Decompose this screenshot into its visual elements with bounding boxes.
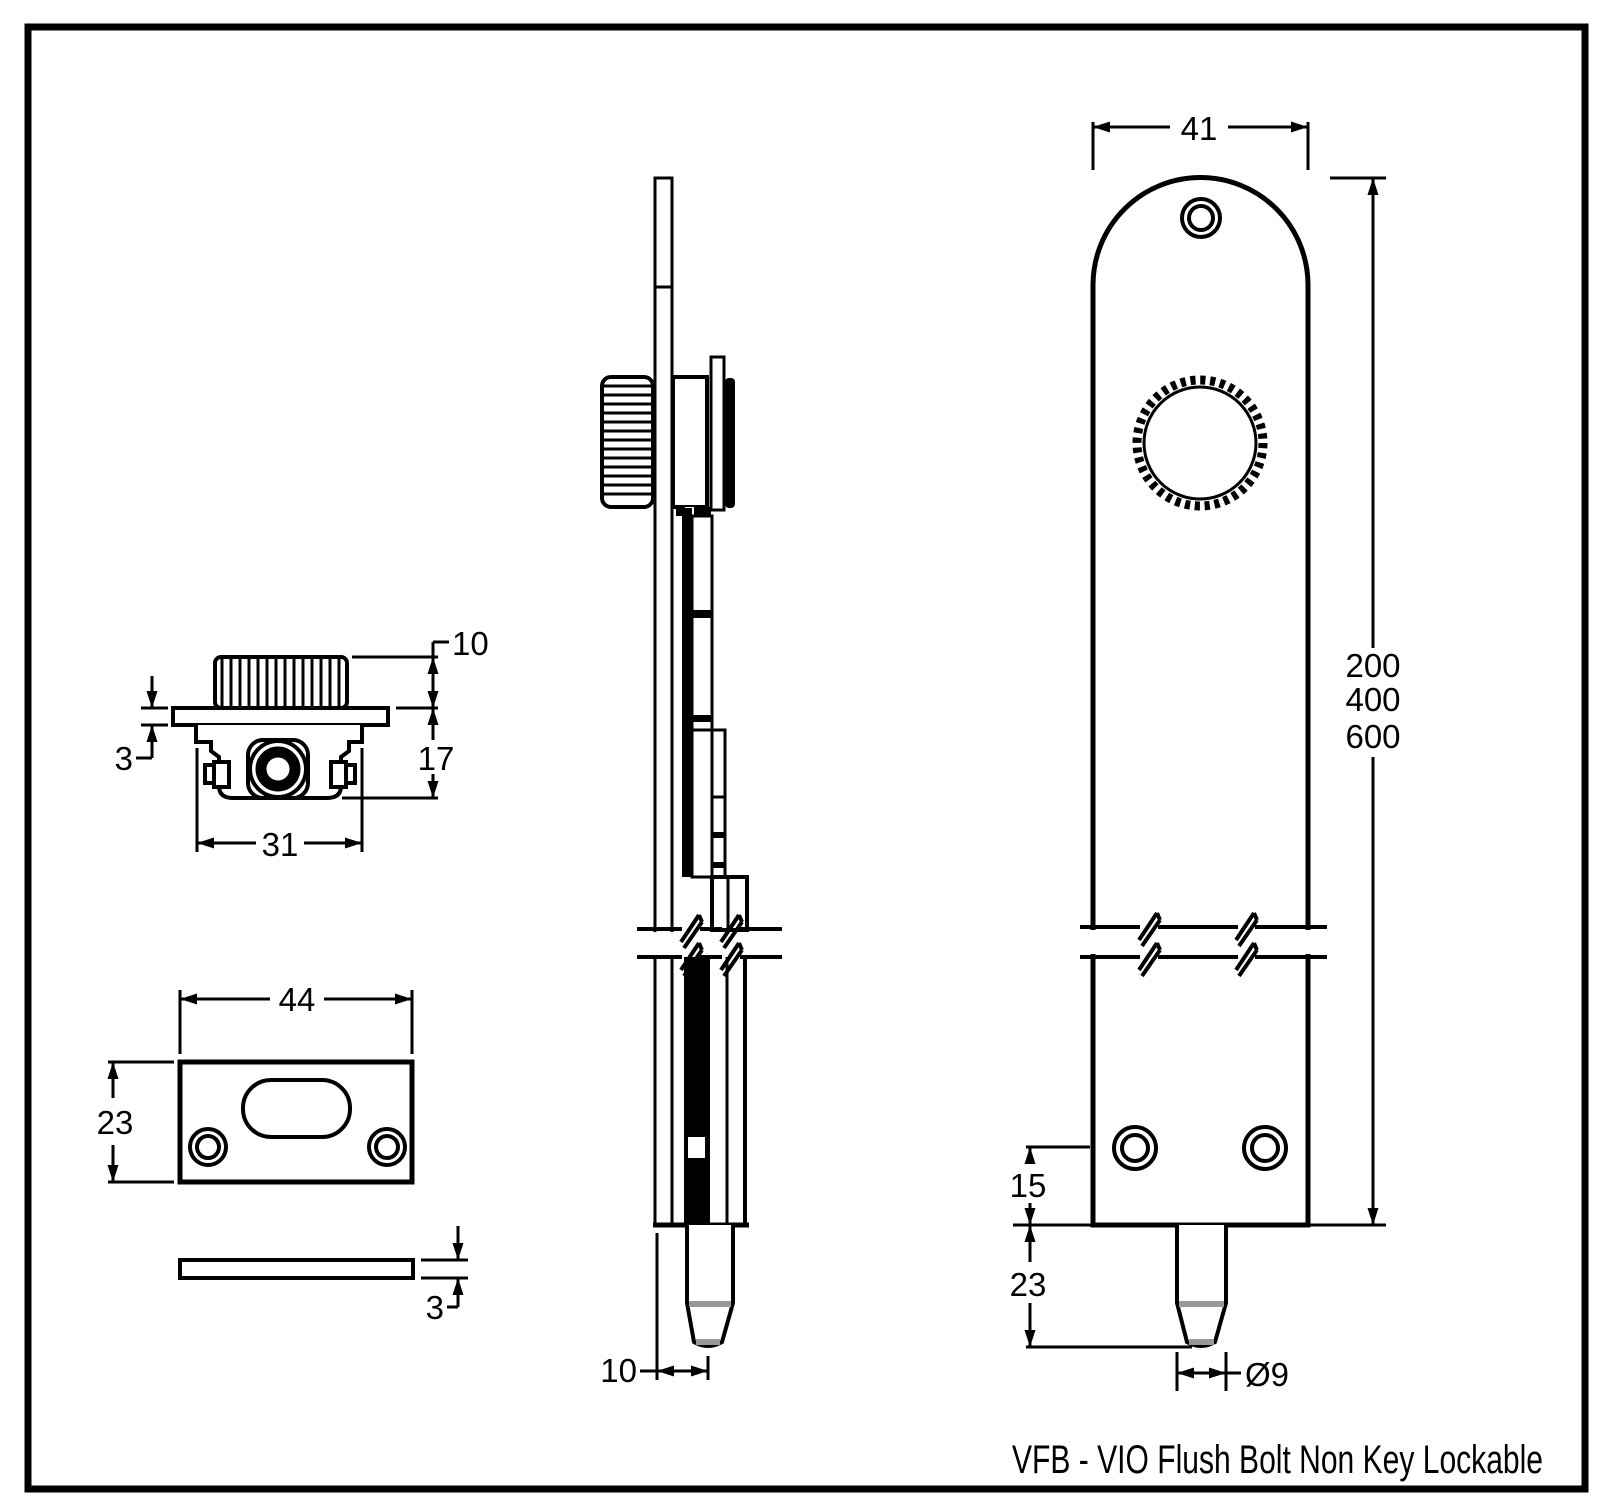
knob-section-view: 10 17 3 31	[115, 625, 489, 863]
border-frame	[24, 23, 1589, 1493]
bolt-pin-band	[689, 1301, 731, 1307]
screw-hole-bottom-left-inner	[1120, 1133, 1150, 1163]
faceplate-edge	[653, 176, 674, 1227]
dim-label-bolt-throw: 23	[1010, 1266, 1047, 1303]
knob-housing	[671, 375, 709, 509]
drawing-title: VFB - VIO Flush Bolt Non Key Lockable	[1012, 1438, 1543, 1482]
bolt-pin-front-band	[1179, 1301, 1224, 1307]
dim-label-knob-height: 10	[452, 625, 489, 662]
dim-label-bolt-diameter: Ø9	[1245, 1356, 1289, 1393]
lower-strip-cutout	[688, 1137, 705, 1158]
dim-label-strike-height: 23	[97, 1104, 134, 1141]
dim-label-strike-width: 44	[279, 981, 316, 1018]
front-view: 41 200 400 600 15	[1010, 110, 1401, 1393]
faceplate-front	[1090, 175, 1311, 1228]
rear-cap	[725, 378, 735, 508]
dim-strike-thickness: 3	[421, 1226, 468, 1326]
dim-plate-width: 41	[1091, 110, 1310, 170]
dim-bolt-throw: 23	[1010, 1225, 1192, 1349]
lower-strip	[684, 957, 710, 1225]
dim-label-strike-thickness: 3	[426, 1289, 444, 1326]
mech-link-band-1	[712, 832, 725, 838]
dim-knob-height: 10 17	[342, 625, 489, 800]
dim-label-hole-to-edge: 15	[1010, 1167, 1047, 1204]
dim-label-plate-width: 41	[1181, 110, 1218, 147]
side-view: 10	[600, 176, 790, 1389]
strike-slot	[241, 1078, 352, 1139]
screw-hole-top-inner	[1187, 204, 1215, 232]
dim-label-length-200: 200	[1345, 647, 1400, 684]
bolt-pin-side	[685, 1225, 735, 1348]
side-screw-left	[212, 760, 231, 789]
dim-label-length-400: 400	[1345, 681, 1400, 718]
dim-plate-thickness: 3	[115, 676, 168, 777]
strike-hole-right-inner	[374, 1134, 400, 1160]
dim-label-body-width: 31	[262, 826, 299, 863]
thumb-knob-knurl	[1132, 375, 1268, 511]
dim-bolt-diameter: Ø9	[1175, 1352, 1289, 1393]
thumb-knob-stripes	[604, 384, 651, 496]
dim-label-plate-thickness: 3	[115, 740, 133, 777]
bolt-pin-tip-band	[696, 1339, 720, 1345]
mech-channel	[690, 514, 714, 879]
side-screw-right	[329, 760, 348, 789]
dim-label-length-600: 600	[1345, 718, 1400, 755]
strike-plate-side-view: 3	[178, 1226, 468, 1326]
bolt-pin-front	[1175, 1225, 1228, 1348]
strike-plate-edge	[178, 1258, 415, 1280]
knob-knurl-stripes	[220, 659, 341, 706]
side-screw-right-tip	[344, 763, 357, 785]
mech-strip	[682, 508, 692, 877]
mech-link-band-2	[712, 862, 725, 868]
mech-band-1	[692, 610, 712, 618]
dim-strike-width: 44	[178, 981, 414, 1054]
screw-hole-bottom-right-inner	[1250, 1133, 1280, 1163]
mech-link-column	[710, 728, 727, 879]
thumb-knob-face	[1142, 385, 1258, 501]
dim-strike-height: 23	[97, 1060, 174, 1184]
knob-knurl	[213, 655, 349, 710]
rear-bar	[709, 355, 726, 512]
dim-overall-length: 200 400 600	[1308, 176, 1401, 1227]
dim-hole-to-edge: 15	[1010, 1145, 1091, 1227]
bolt-pin-front-tip-band	[1189, 1339, 1214, 1345]
mounting-plate	[171, 706, 390, 727]
mech-band-2	[692, 715, 712, 722]
dim-body-width: 31	[195, 748, 364, 863]
hub-ring	[255, 746, 301, 792]
dim-label-bolt-offset: 10	[600, 1352, 637, 1389]
dim-bolt-offset: 10	[600, 1233, 710, 1389]
strike-plate-view: 44 23	[97, 981, 415, 1185]
dim-label-body-height: 17	[418, 740, 455, 777]
strike-hole-left-inner	[195, 1134, 221, 1160]
